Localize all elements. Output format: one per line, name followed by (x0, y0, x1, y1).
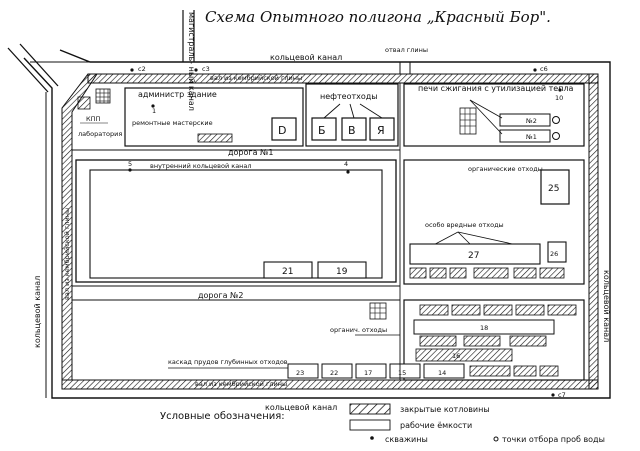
clay-embankment (61, 73, 599, 390)
clay-wall-bottom-label: вал из кембрийской глины (195, 380, 287, 388)
bottom-pits-row-1 (419, 304, 577, 316)
well-n1: 1 (152, 107, 156, 115)
box-15: 15 (398, 369, 406, 377)
legend-sampling-marker (493, 436, 499, 442)
admin-block (124, 87, 304, 147)
inner-canal-label: внутренний кольцевой канал (150, 162, 252, 170)
well-n4: 4 (344, 160, 348, 168)
furnace-2-label: №2 (525, 117, 537, 125)
box-D: D (278, 124, 286, 137)
well-c7: с7 (558, 391, 566, 399)
laboratory-label: лаборатория (78, 130, 122, 138)
box-19: 19 (336, 267, 348, 277)
furnace-1-label: №1 (525, 133, 537, 141)
working-tanks-block (403, 299, 585, 381)
legend-closed-pits: закрытые котловины (400, 405, 490, 414)
legend-heading: Условные обозначения: (160, 411, 285, 422)
box-17: 17 (364, 369, 372, 377)
legend-wells-marker (370, 436, 374, 440)
box-B: Б (318, 124, 326, 137)
road-1-label: дорога №1 (228, 148, 273, 157)
hazard-pits-row (409, 267, 565, 279)
ring-canal-right-label: кольцевой канал (602, 270, 611, 342)
bottom-pits-row-2 (419, 335, 547, 347)
cascade-label: каскад прудов глубинных отходов (168, 358, 288, 366)
box-Ya: Я (377, 124, 385, 137)
box-18: 18 (480, 324, 488, 332)
legend-working-tanks-swatch (349, 419, 391, 431)
box-22: 22 (330, 369, 338, 377)
especially-hazardous-label: особо вредные отходы (425, 221, 504, 229)
inner-canal-block (75, 159, 397, 283)
legend-closed-pits-swatch (349, 403, 391, 415)
repair-shops-label: ремонтные мастерские (132, 119, 213, 127)
box-25: 25 (548, 184, 559, 194)
incinerators-block (403, 83, 585, 147)
well-n5: 5 (128, 160, 132, 168)
main-canal-label: магистраль- ный канал (187, 12, 196, 111)
box-23: 23 (296, 369, 304, 377)
box-V: В (348, 124, 356, 137)
box-21: 21 (282, 267, 293, 277)
well-n10: 10 (555, 94, 563, 102)
bottom-pits-row-3 (469, 365, 559, 377)
ring-canal-top-label: кольцевой канал (270, 53, 342, 62)
box-27: 27 (468, 251, 479, 261)
box-14: 14 (438, 369, 446, 377)
well-c6: с6 (540, 65, 548, 73)
ring-canal-bottom-label: кольцевой канал (265, 403, 337, 412)
incinerators-label: печи сжигания с утилизацией тепла (418, 84, 574, 93)
legend-working-tanks: рабочие ёмкости (400, 421, 472, 430)
legend-sampling-points: точки отбора проб воды (502, 435, 605, 444)
well-c3: с3 (202, 65, 210, 73)
ring-canal-left-label: кольцевой канал (33, 276, 42, 348)
diagram-title: Схема Опытного полигона „Красный Бор". (205, 8, 551, 26)
well-c2: с2 (138, 65, 146, 73)
road-2-label: дорога №2 (198, 291, 243, 300)
legend: Условные обозначения: закрытые котловины… (160, 403, 605, 444)
box-26: 26 (550, 250, 558, 258)
checkpoint-label: КПП (86, 115, 101, 123)
main-canal (7, 43, 90, 398)
box-16: 16 (452, 352, 460, 360)
clay-wall-left-label: вал из кембрийской глины (63, 208, 71, 300)
organic-waste-bottom-label: органич. отходы (330, 326, 387, 334)
cascade-ponds (287, 363, 465, 379)
legend-wells: скважины (385, 435, 428, 444)
organic-waste-right-label: органические отходы (468, 165, 543, 173)
clay-pit-label: отвал глины (385, 46, 428, 54)
oil-waste-block (305, 83, 399, 147)
admin-building-label: администр здание (138, 90, 217, 99)
hazardous-block (403, 159, 585, 285)
oil-waste-label: нефтеотходы (320, 92, 378, 101)
clay-wall-top-label: вал из кембрийской глины (210, 74, 302, 82)
